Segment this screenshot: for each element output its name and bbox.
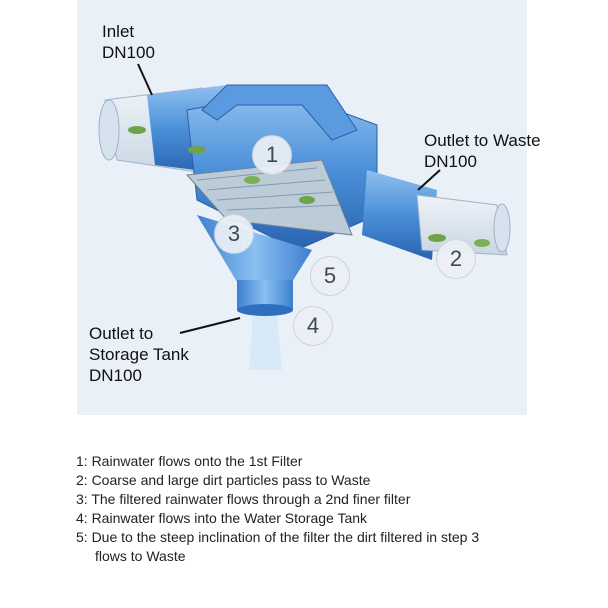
step-badge-2: 2	[436, 239, 476, 279]
step-badge-3: 3	[214, 214, 254, 254]
legend-item-3: 3: The filtered rainwater flows through …	[76, 491, 411, 507]
outlet-storage-label: Outlet to Storage Tank DN100	[89, 324, 189, 385]
legend-item-2: 2: Coarse and large dirt particles pass …	[76, 472, 371, 488]
step-badge-1: 1	[252, 135, 292, 175]
housing-handle	[201, 84, 358, 141]
outlet-waste-label: Outlet to Waste DN100	[424, 131, 541, 171]
legend-item-4: 4: Rainwater flows into the Water Storag…	[76, 510, 368, 526]
inlet-label: Inlet DN100	[102, 22, 155, 62]
water-stream	[249, 316, 282, 370]
waste-connector	[362, 170, 437, 260]
legend-item-1: 1: Rainwater flows onto the 1st Filter	[76, 453, 303, 469]
filter-diagram: 1 2 3 4 5	[77, 0, 527, 415]
legend-list: 1: Rainwater flows onto the 1st Filter 2…	[76, 452, 576, 566]
filter-illustration	[98, 84, 511, 370]
step-badge-4: 4	[293, 306, 333, 346]
legend-item-5: 5: Due to the steep inclination of the f…	[76, 529, 480, 545]
legend-item-5-continued: flows to Waste	[95, 548, 186, 564]
step-badge-5: 5	[310, 256, 350, 296]
